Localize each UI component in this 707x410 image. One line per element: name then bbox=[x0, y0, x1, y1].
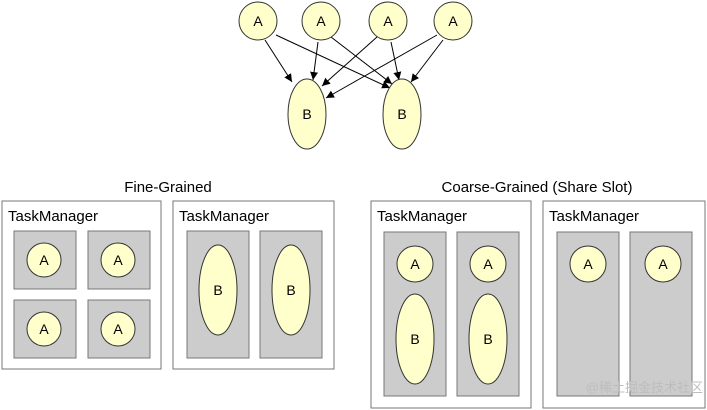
edge-a3-b2 bbox=[390, 41, 402, 81]
slot: A bbox=[13, 230, 77, 290]
task-a-label: A bbox=[39, 321, 49, 337]
taskmanager-label: TaskManager bbox=[179, 208, 269, 225]
node-a-2: A bbox=[301, 1, 341, 41]
task-b-label: B bbox=[410, 331, 419, 347]
node-b-1: B bbox=[287, 78, 327, 150]
task-a-label: A bbox=[410, 256, 420, 272]
taskmanager-label: TaskManager bbox=[8, 208, 98, 225]
edge-a1-b1 bbox=[264, 39, 293, 83]
node-a-label: A bbox=[448, 13, 458, 29]
fine-taskmanager-1: TaskManager A A A A bbox=[1, 200, 162, 370]
node-a-label: A bbox=[383, 13, 393, 29]
taskmanager-label: TaskManager bbox=[377, 208, 467, 225]
shared-slot: A B bbox=[383, 231, 447, 397]
graph-edges bbox=[264, 34, 444, 99]
task-b-label: B bbox=[286, 282, 295, 298]
node-a-1: A bbox=[238, 1, 278, 41]
node-a-4: A bbox=[433, 1, 473, 41]
task-b-label: B bbox=[483, 331, 492, 347]
node-b-label: B bbox=[302, 106, 311, 122]
task-a-label: A bbox=[483, 256, 493, 272]
task-b-label: B bbox=[213, 282, 222, 298]
taskmanager-label: TaskManager bbox=[549, 208, 639, 225]
shared-slot: A bbox=[556, 231, 620, 397]
node-b-label: B bbox=[397, 106, 406, 122]
fine-grained-title: Fine-Grained bbox=[124, 179, 212, 196]
coarse-grained-title: Coarse-Grained (Share Slot) bbox=[442, 179, 633, 196]
slot: A bbox=[87, 299, 151, 359]
task-a-label: A bbox=[39, 252, 49, 268]
slot: B bbox=[186, 230, 250, 359]
edge-a3-b1 bbox=[321, 36, 378, 87]
watermark: @稀土掘金技术社区 bbox=[586, 380, 703, 395]
node-a-label: A bbox=[316, 13, 326, 29]
task-a-label: A bbox=[583, 256, 593, 272]
task-a-label: A bbox=[113, 321, 123, 337]
coarse-taskmanager-2: TaskManager A A bbox=[542, 200, 706, 409]
shared-slot: A B bbox=[456, 231, 520, 397]
node-a-3: A bbox=[368, 1, 408, 41]
slot: B bbox=[259, 230, 323, 359]
dataflow-graph: A A A A B B bbox=[238, 1, 473, 150]
node-b-2: B bbox=[382, 78, 422, 150]
coarse-taskmanager-1: TaskManager A B A B bbox=[370, 200, 532, 409]
shared-slot: A bbox=[629, 231, 693, 397]
task-a-label: A bbox=[658, 256, 668, 272]
edge-a2-b2 bbox=[330, 36, 393, 85]
edge-a4-b1 bbox=[325, 34, 438, 99]
edge-a4-b2 bbox=[410, 39, 444, 83]
task-a-label: A bbox=[113, 252, 123, 268]
edge-a2-b1 bbox=[310, 41, 319, 81]
edge-a1-b2 bbox=[275, 34, 391, 89]
slot: A bbox=[87, 230, 151, 290]
slot: A bbox=[13, 299, 77, 359]
fine-taskmanager-2: TaskManager B B bbox=[172, 200, 335, 370]
node-a-label: A bbox=[253, 13, 263, 29]
